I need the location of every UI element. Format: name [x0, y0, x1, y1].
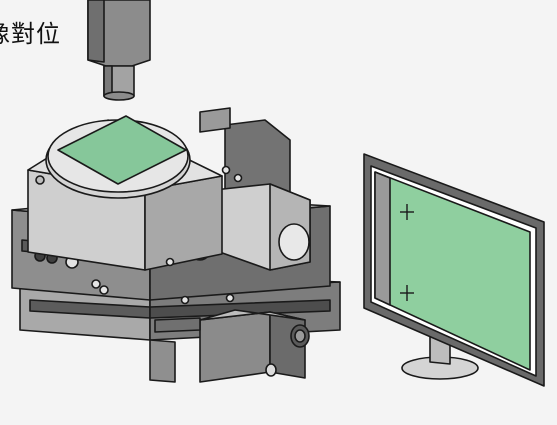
crosshair-icon	[400, 204, 414, 220]
camera-column	[87, 0, 151, 101]
crosshair-icon	[400, 285, 414, 301]
sample-wafer	[57, 115, 187, 185]
y-actuator-block	[154, 309, 310, 383]
caption-text: 像對位	[0, 20, 61, 48]
monitor	[363, 153, 545, 387]
